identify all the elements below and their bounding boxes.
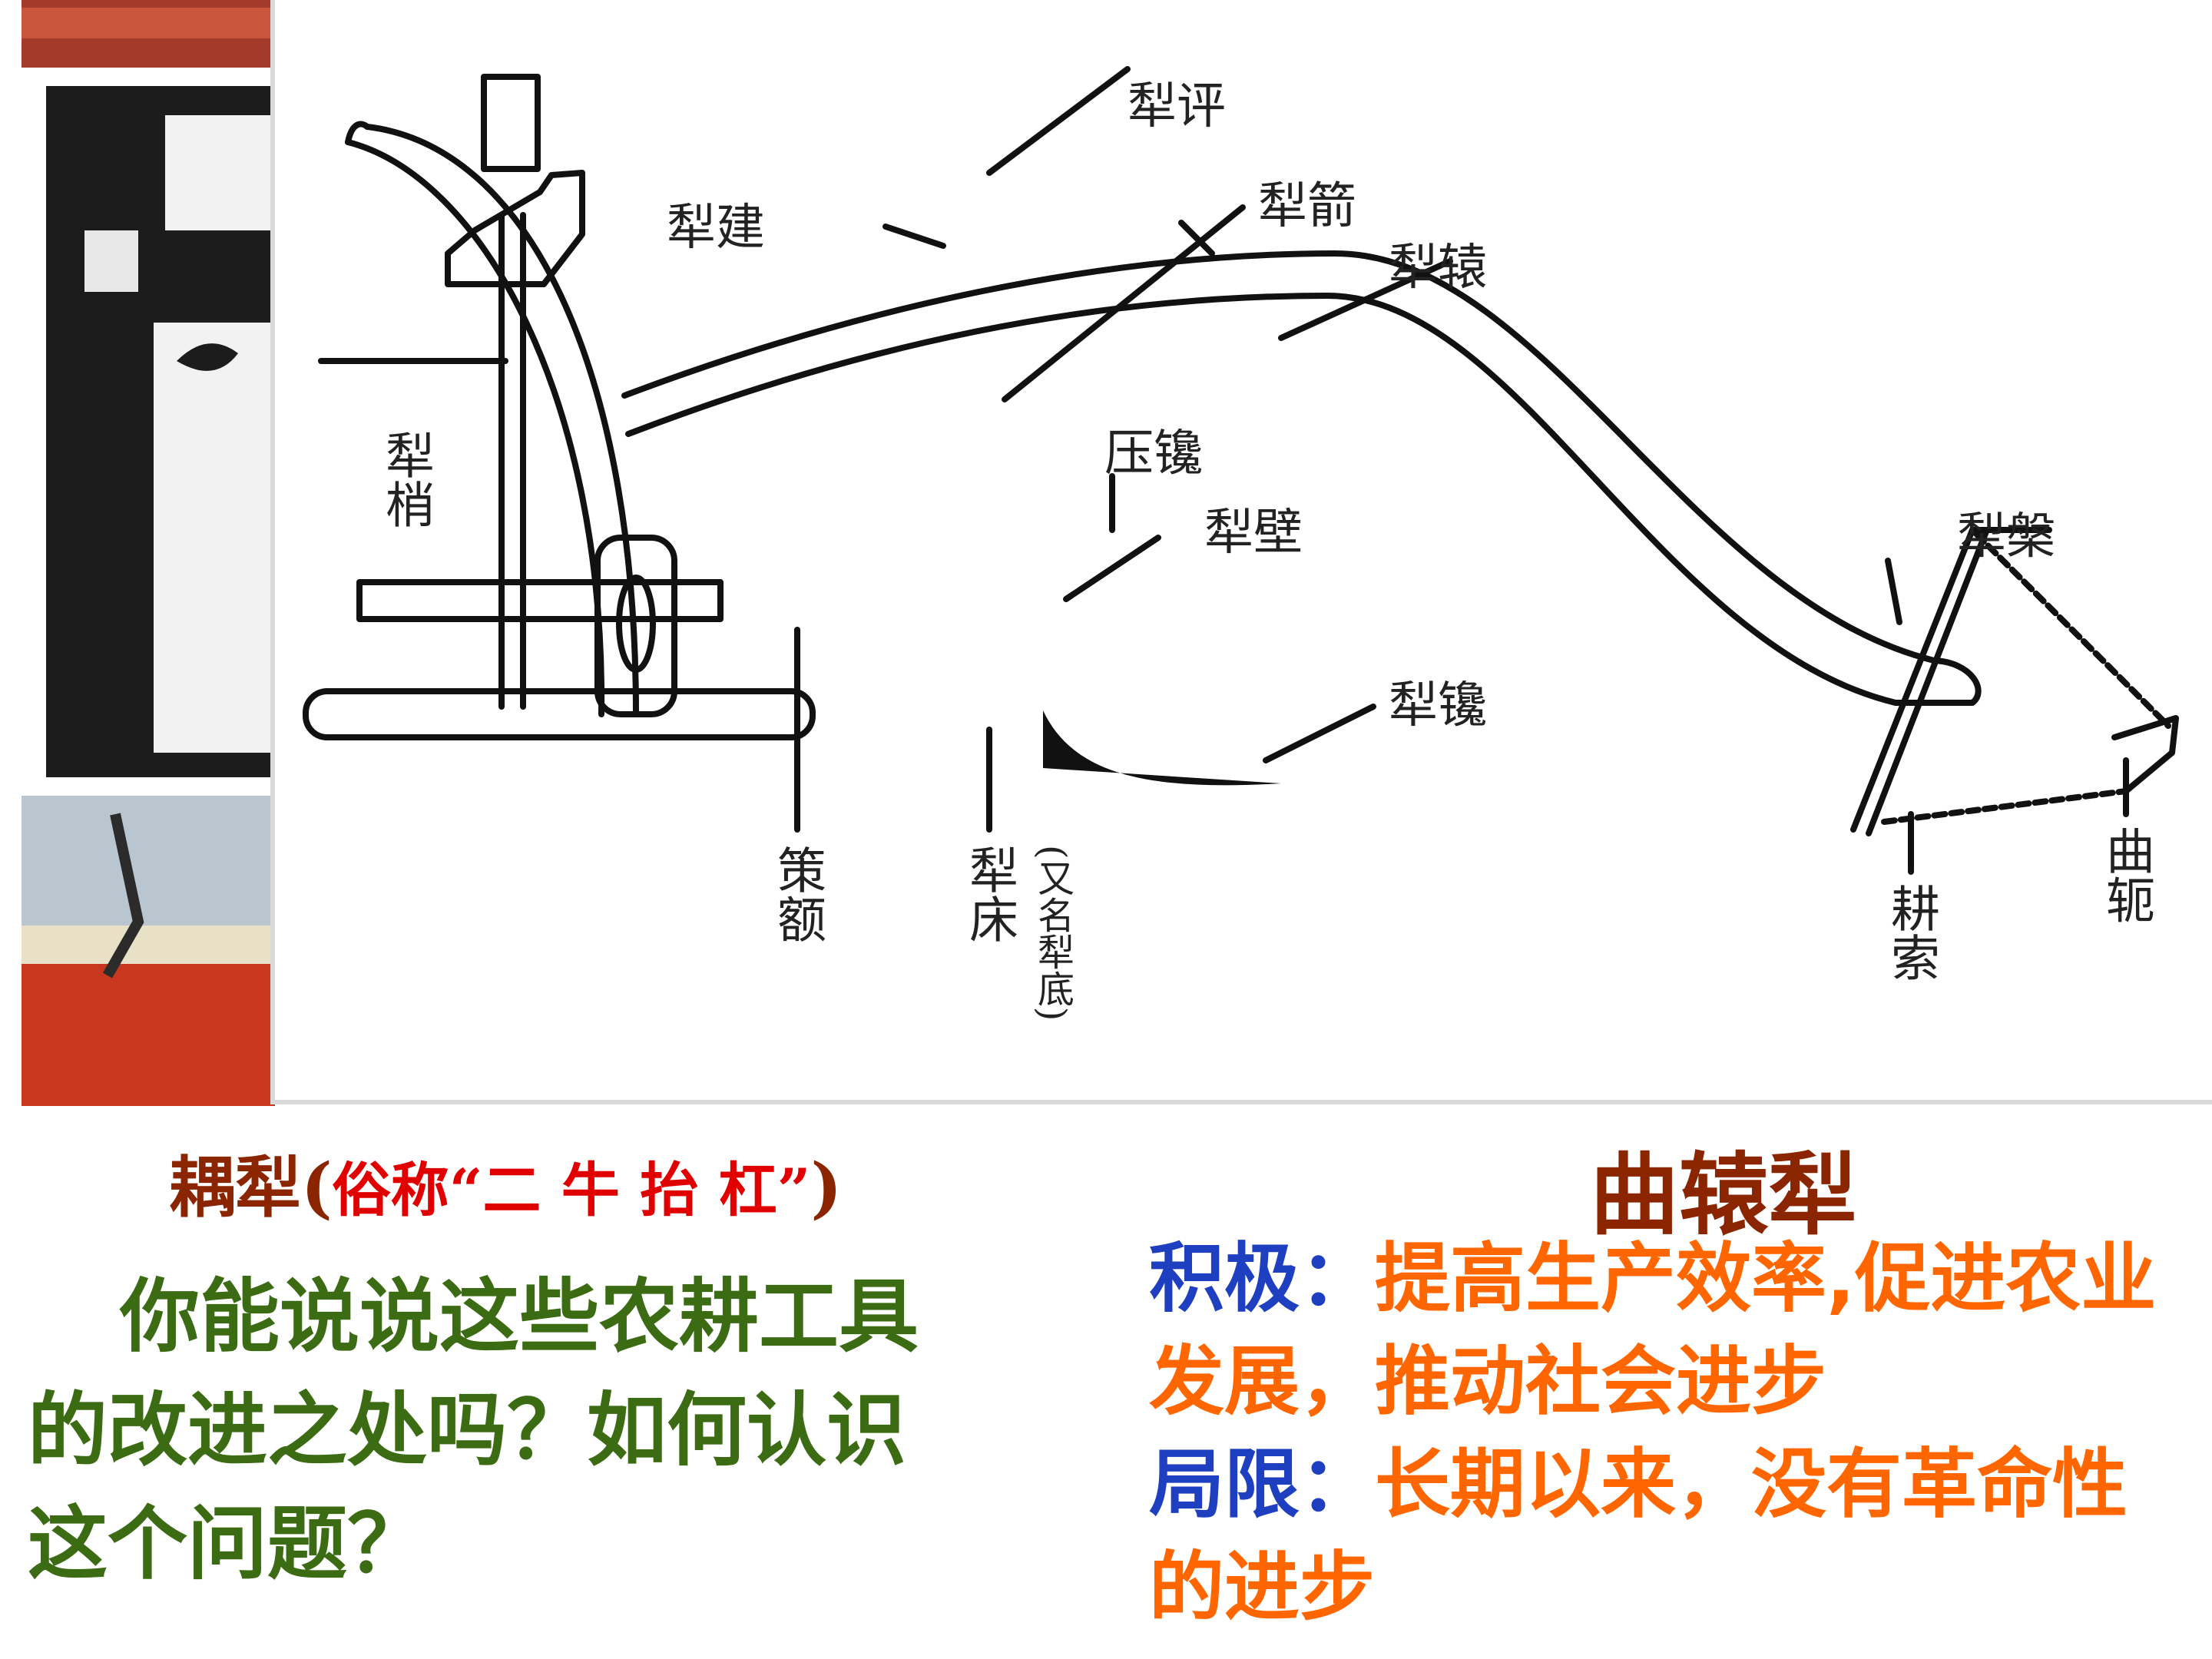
label-ce-e: 策额 [769, 845, 826, 943]
limit-key: 局限： [1149, 1441, 1376, 1528]
question-line-1: 你能说说这些农耕工具 [120, 1269, 919, 1363]
label-li-chuang-note: (又名犁底) [1031, 845, 1074, 1021]
label-li-shao: 犁梢 [377, 430, 434, 528]
evaluation-limit: 局限：长期以来，没有革命性的进步 [1149, 1433, 2201, 1639]
label-li-yuan: 犁辕 [1389, 240, 1487, 296]
qu-yuan-li-caption: 曲辕犁 [1590, 1143, 1857, 1247]
positive-key: 积极： [1149, 1235, 1376, 1323]
limit-text: 长期以来，没有革命性的进步 [1149, 1441, 2128, 1631]
label-li-pan: 犁槃 [1957, 508, 2055, 565]
ou-li-nickname: 俗称“二 牛 抬 杠” [332, 1156, 811, 1224]
label-li-bi: 犁壁 [1204, 505, 1303, 561]
label-li-jian-arrow: 犁箭 [1258, 178, 1356, 235]
label-ya-chan: 压镵 [1104, 426, 1203, 482]
label-li-jian-build: 犁建 [667, 200, 765, 257]
label-qu-e: 曲轭 [2098, 826, 2154, 924]
ou-li-paren-open: ( [301, 1149, 333, 1227]
label-li-ping: 犁评 [1128, 78, 1226, 135]
evaluation-block: 积极：提高生产效率,促进农业发展，推动社会进步 局限：长期以来，没有革命性的进步 [1149, 1227, 2201, 1639]
ou-li-rubbing-image [0, 0, 276, 1106]
question-line-3: 这个问题？ [28, 1496, 428, 1591]
label-li-chan: 犁镵 [1389, 677, 1487, 734]
label-li-chuang: 犁床 [961, 845, 1018, 943]
evaluation-positive: 积极：提高生产效率,促进农业发展，推动社会进步 [1149, 1227, 2201, 1433]
positive-text: 提高生产效率,促进农业发展，推动社会进步 [1149, 1235, 2157, 1426]
ou-li-paren-close: ) [810, 1149, 843, 1227]
question-line-2: 的改进之处吗？如何认识 [28, 1382, 907, 1477]
ou-li-caption: 耦犁(俗称“二 牛 抬 杠”) [169, 1134, 842, 1230]
ou-li-title: 耦犁 [169, 1149, 301, 1227]
label-geng-suo: 耕索 [1883, 883, 1939, 982]
discussion-question: 你能说说这些农耕工具 的改进之处吗？如何认识 这个问题？ [28, 1260, 1118, 1601]
curved-shaft-plow-diagram: 犁评 犁建 犁箭 犁辕 压镵 犁壁 犁镵 犁槃 犁梢 策额 犁床 (又名犁底) … [270, 0, 2212, 1104]
